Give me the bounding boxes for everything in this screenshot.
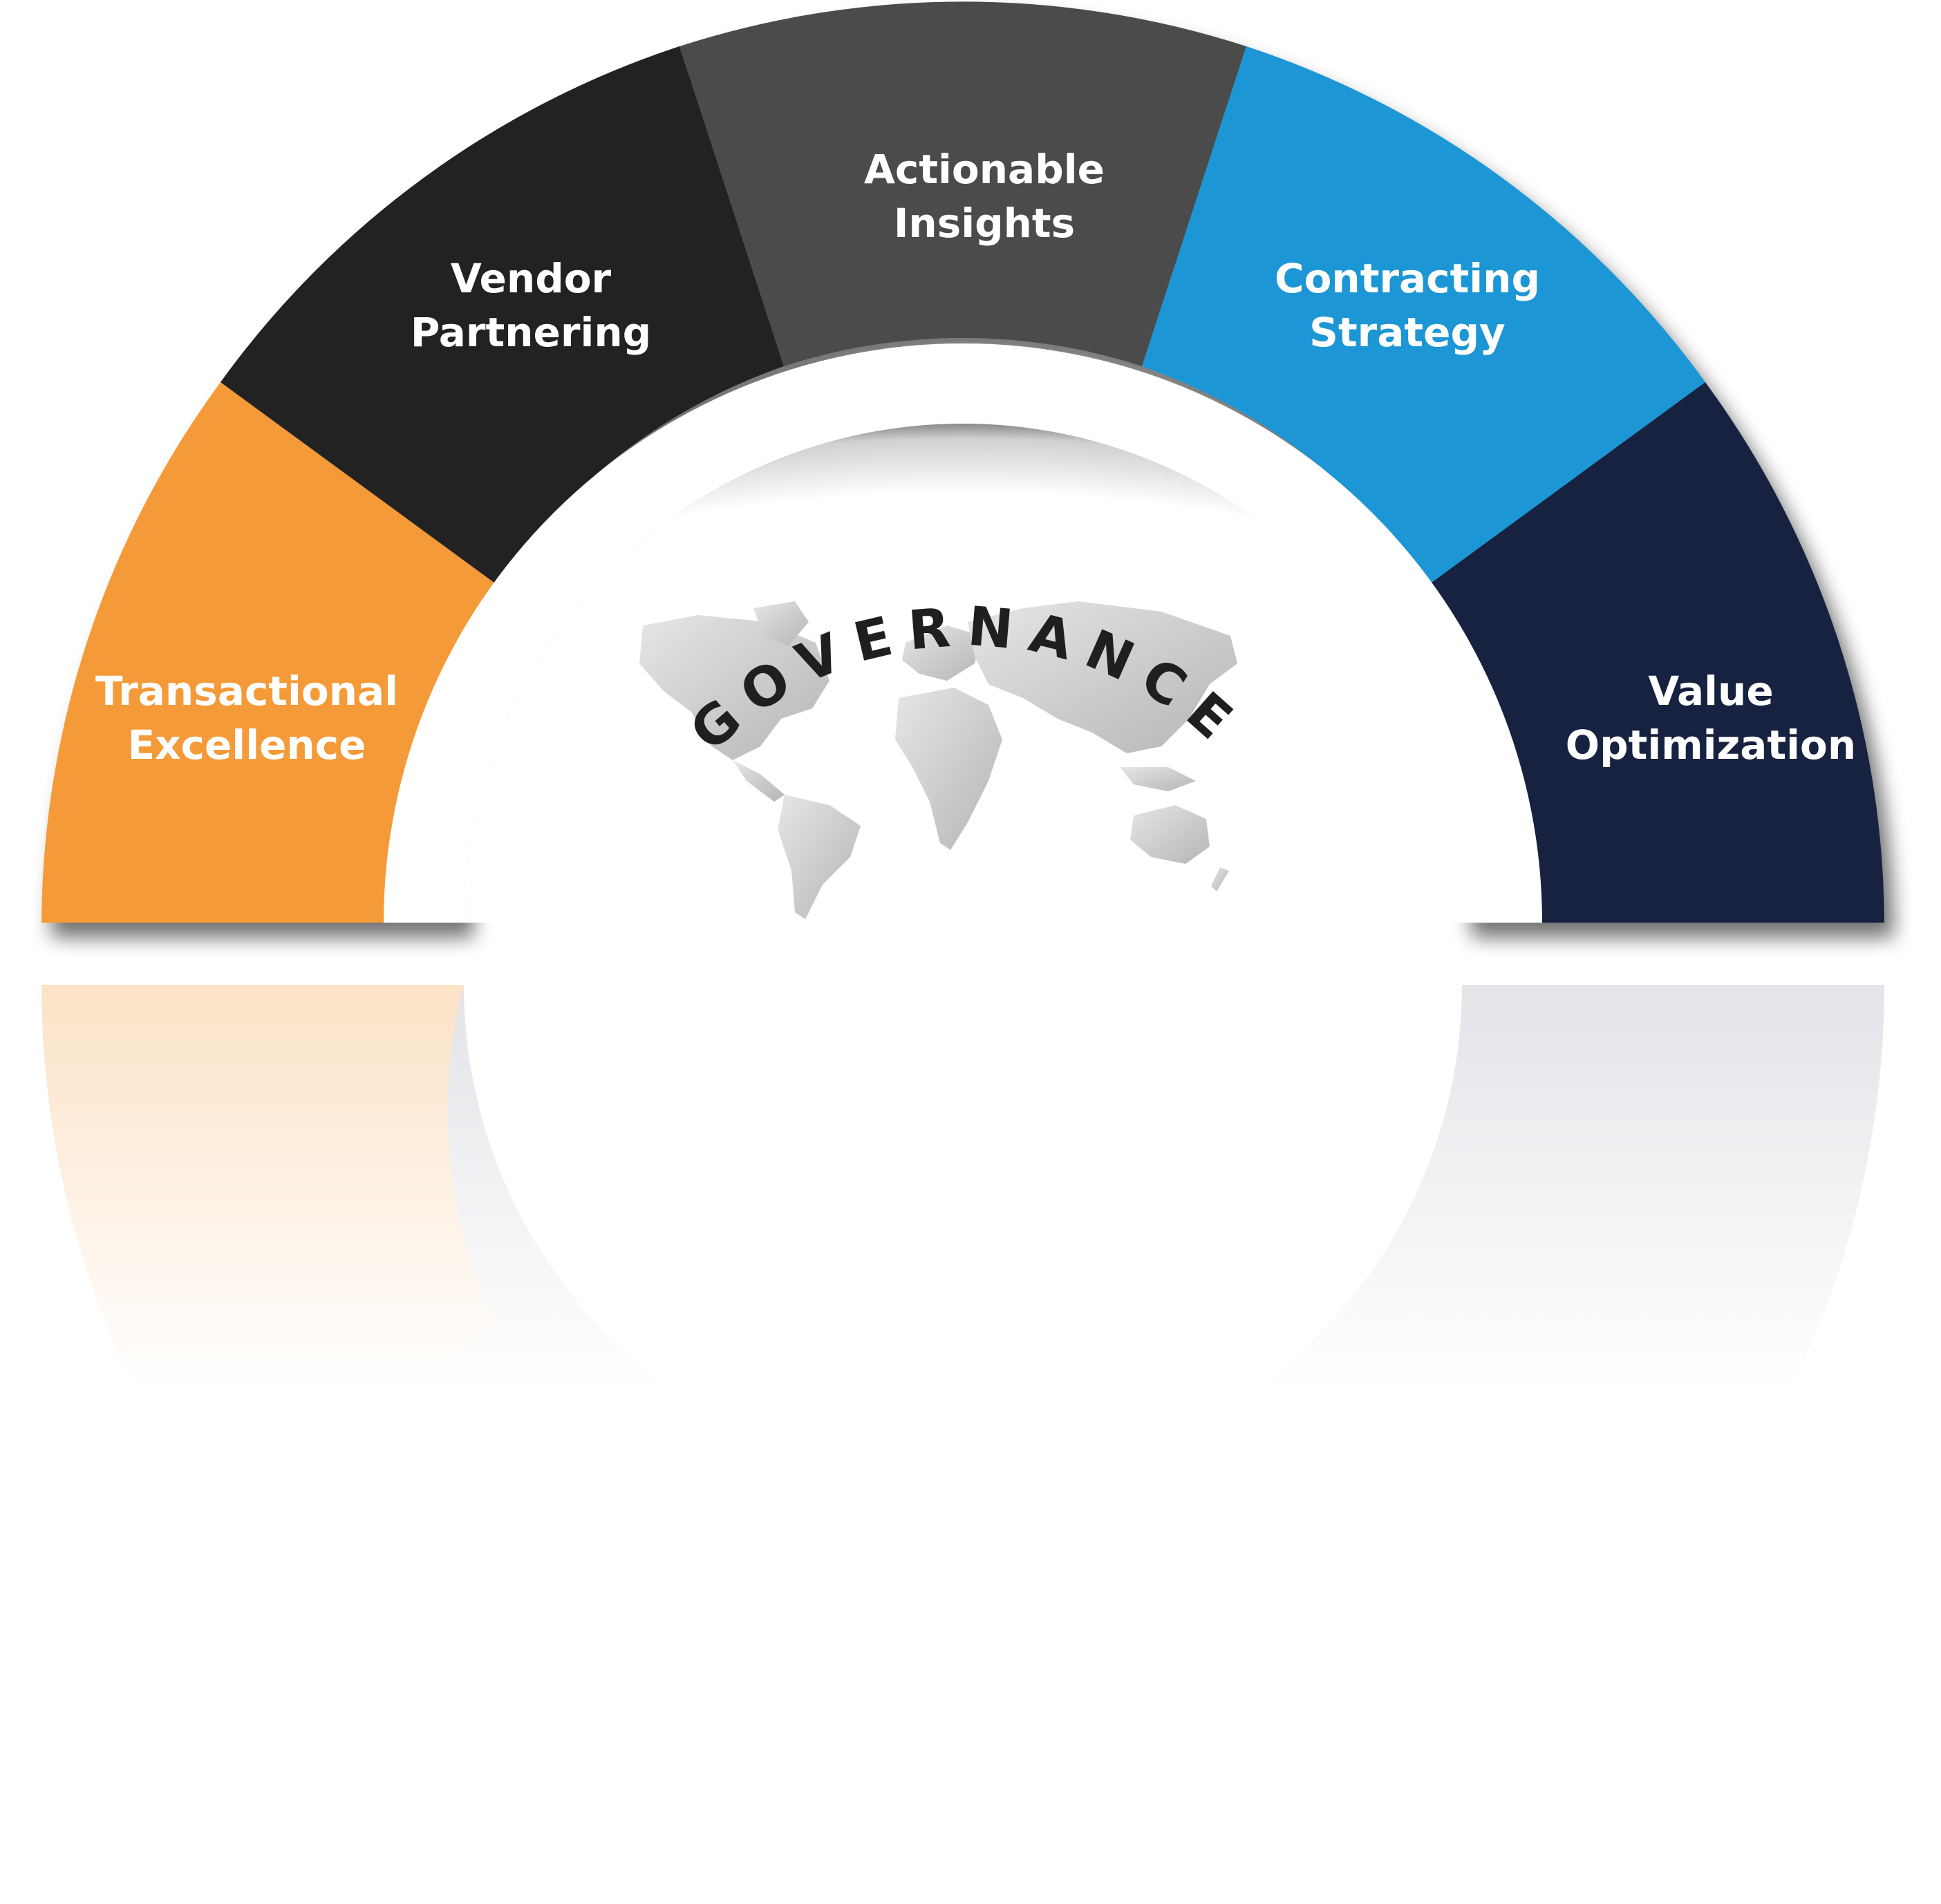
label-actionable-line2: Insights [894, 200, 1075, 247]
segment-actionable-insights[interactable] [679, 1, 1246, 367]
label-value-line1: Value [1648, 668, 1773, 715]
world-map-icon [639, 601, 1237, 919]
label-transactional-line1: Transactional [95, 668, 398, 715]
label-contracting-line1: Contracting [1275, 255, 1540, 302]
segment-value-optimization[interactable] [1429, 382, 1884, 923]
arc-segments [41, 1, 1884, 923]
inner-circle [464, 424, 1462, 923]
governance-ring [384, 343, 1542, 923]
segment-transactional-excellence[interactable] [41, 382, 497, 923]
label-vendor-line1: Vendor [451, 255, 612, 302]
label-transactional-line2: Excellence [128, 722, 366, 769]
label-vendor-line2: Partnering [411, 309, 651, 356]
segment-contracting-strategy[interactable] [1142, 46, 1705, 585]
label-contracting-line2: Strategy [1309, 309, 1506, 356]
label-value-line2: Optimization [1566, 722, 1856, 769]
segment-vendor-partnering[interactable] [221, 46, 784, 585]
label-actionable-line1: Actionable [864, 146, 1105, 193]
